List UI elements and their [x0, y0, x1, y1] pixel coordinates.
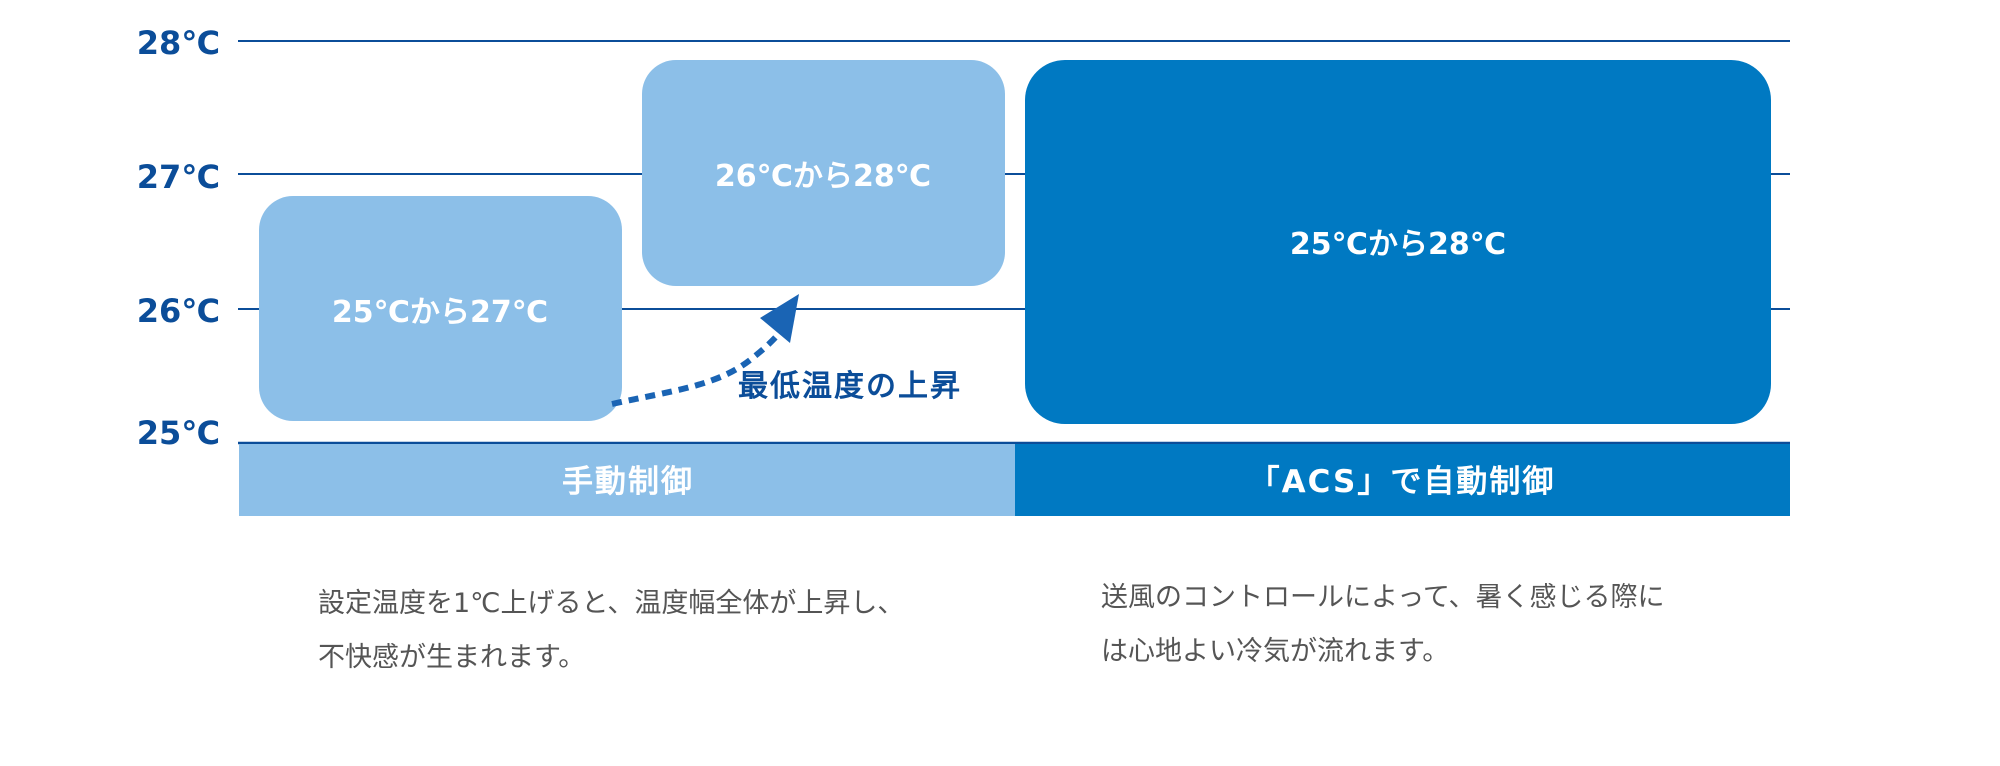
range-label-acs: 25℃から28℃ — [1290, 227, 1506, 262]
column-label-manual: 手動制御 — [562, 464, 694, 500]
label-backing-manual-raised — [695, 156, 953, 192]
caption-manual-line-2: 不快感が生まれます。 — [318, 642, 586, 673]
caption-manual-line-1: 設定温度を1℃上げると、温度幅全体が上昇し、 — [318, 588, 905, 619]
rise-arrow-label: 最低温度の上昇 — [738, 369, 962, 404]
range-box-acs — [1025, 60, 1771, 424]
range-label-manual-raised: 26℃から28℃ — [715, 159, 931, 194]
column-label-acs: 「ACS」で自動制御 — [1249, 464, 1556, 500]
caption-acs-line-1: 送風のコントロールによって、暑く感じる際に — [1101, 582, 1665, 613]
temp-label-27: 27℃ — [137, 158, 220, 196]
caption-manual: 設定温度を1℃上げると、温度幅全体が上昇し、 不快感が生まれます。 — [318, 577, 904, 685]
label-backing-manual — [312, 292, 570, 328]
column-bar-acs — [1015, 444, 1790, 516]
temp-label-28: 28℃ — [137, 24, 220, 62]
rise-arrow-head — [760, 294, 799, 343]
caption-acs-line-2: は心地よい冷気が流れます。 — [1101, 636, 1450, 667]
temp-label-26: 26℃ — [137, 292, 220, 330]
column-bar-manual — [239, 444, 1015, 516]
caption-acs: 送風のコントロールによって、暑く感じる際に は心地よい冷気が流れます。 — [1101, 571, 1665, 679]
range-label-manual: 25℃から27℃ — [332, 295, 548, 330]
temp-label-25: 25℃ — [137, 414, 220, 452]
